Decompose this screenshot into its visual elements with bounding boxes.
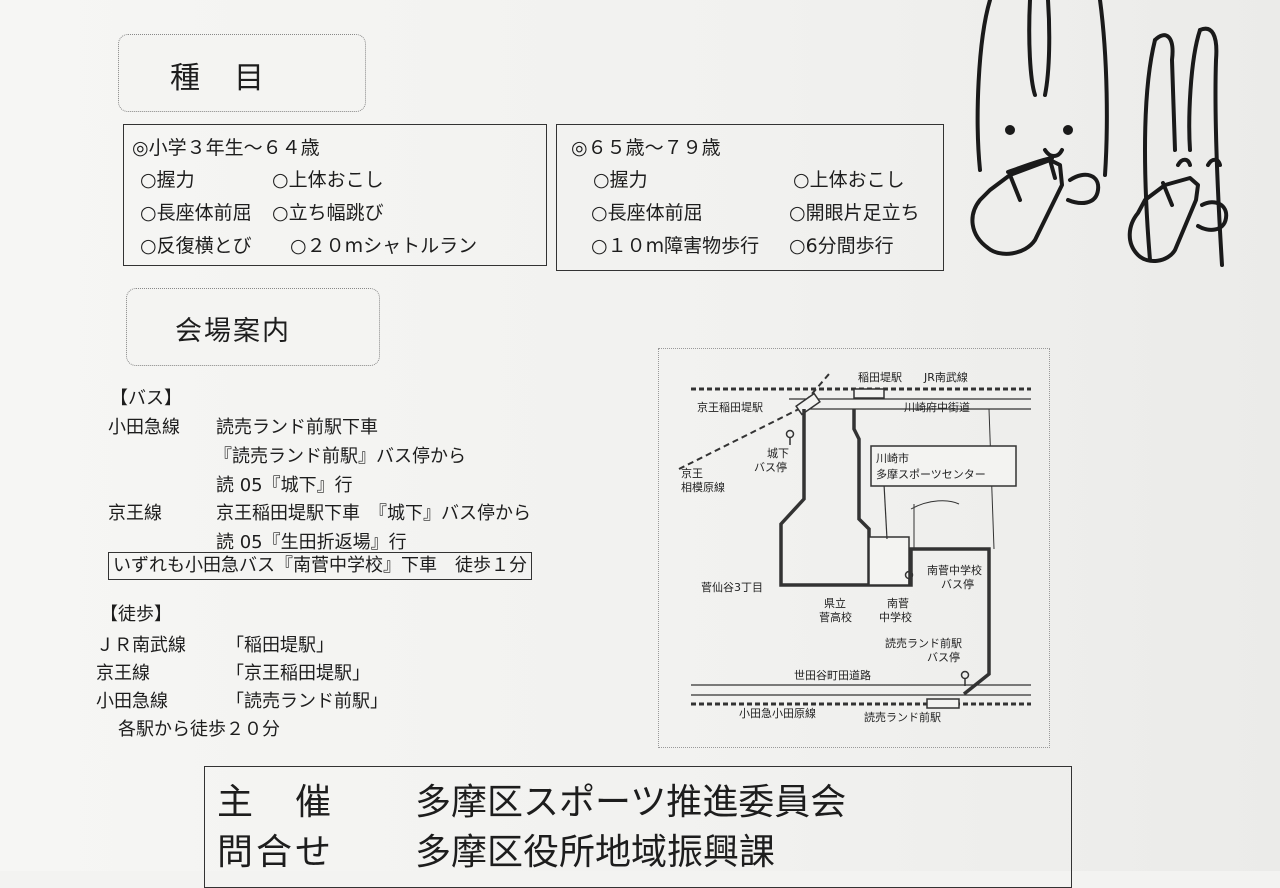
group2-item: ○開眼片足立ち <box>789 202 920 224</box>
venue-heading-box <box>126 288 380 366</box>
map-label-junior-high: 中学校 <box>879 610 912 624</box>
map-label-minamisuge-stop: バス停 <box>941 577 974 591</box>
map-label-venue: 多摩スポーツセンター <box>876 467 986 481</box>
map-label-keio: 京王 <box>681 466 703 480</box>
host-value: 多摩区スポーツ推進委員会 <box>415 782 847 823</box>
group1-item: ○上体おこし <box>272 169 384 191</box>
bus-note: いずれも小田急バス『南菅中学校』下車 徒歩１分 <box>108 552 532 580</box>
walk-line-name: 小田急線 <box>96 691 168 712</box>
venue-map: 稲田堤駅 JR南武線 京王稲田堤駅 川崎府中街道 城下 バス停 京王 相模原線 … <box>658 348 1050 748</box>
bus-line-name: 京王線 <box>108 503 162 524</box>
group1-title: ◎小学３年生～６４歳 <box>132 137 320 159</box>
group1-item: ○長座体前屈 <box>140 202 252 224</box>
contact-label: 問合せ <box>217 832 335 873</box>
bus-direction: 読 05『生田折返場』行 <box>216 532 407 553</box>
sponsor-box: 主 催 多摩区スポーツ推進委員会 問合せ 多摩区役所地域振興課 <box>204 766 1072 888</box>
host-label: 主 催 <box>217 782 335 823</box>
group2-item: ○上体おこし <box>793 169 905 191</box>
map-label-yomiuri-bus: 読売ランド前駅 <box>885 636 962 650</box>
group2-item: ○１０m障害物歩行 <box>591 235 760 257</box>
rabbit-mascot-illustration <box>970 0 1229 267</box>
bus-direction: 読 05『城下』行 <box>216 475 353 496</box>
events-group-2: ◎６５歳～７９歳 ○握力 ○上体おこし ○長座体前屈 ○開眼片足立ち ○１０m障… <box>556 124 944 271</box>
map-label-yomiuri-station: 読売ランド前駅 <box>864 710 941 724</box>
bus-title: 【バス】 <box>110 388 182 409</box>
map-label-keio-inadazutsumi: 京王稲田堤駅 <box>697 400 763 414</box>
bus-direction: 京王稲田堤駅下車 『城下』バス停から <box>216 503 531 524</box>
map-label-minamisuge: 南菅 <box>887 597 909 610</box>
venue-heading: 会場案内 <box>175 316 291 347</box>
contact-value: 多摩区役所地域振興課 <box>415 832 776 873</box>
map-label-yomiuri-stop: バス停 <box>927 650 960 664</box>
group1-item: ○握力 <box>140 169 195 191</box>
walk-note: 各駅から徒歩２０分 <box>118 719 280 740</box>
map-label-minamisuge-bus: 南菅中学校 <box>927 563 982 577</box>
group2-item: ○6分間歩行 <box>789 235 894 257</box>
map-label-jr-nambu: JR南武線 <box>923 370 968 384</box>
walk-station: 「稲田堤駅」 <box>226 635 334 656</box>
venue-map-drawing: 稲田堤駅 JR南武線 京王稲田堤駅 川崎府中街道 城下 バス停 京王 相模原線 … <box>678 370 1031 724</box>
group2-title: ◎６５歳～７９歳 <box>571 137 721 159</box>
walk-line-name: 京王線 <box>96 663 150 684</box>
group1-item: ○反復横とび <box>140 235 252 257</box>
walk-station: 「読売ランド前駅」 <box>226 691 388 712</box>
map-label-setagaya-machida: 世田谷町田道路 <box>794 668 871 682</box>
group1-item: ○立ち幅跳び <box>272 202 384 224</box>
bus-direction: 『読売ランド前駅』バス停から <box>214 446 466 467</box>
group1-item: ○２０mシャトルラン <box>290 235 478 257</box>
group2-item: ○長座体前屈 <box>591 202 703 224</box>
walk-station: 「京王稲田堤駅」 <box>226 663 370 684</box>
bus-line-name: 小田急線 <box>108 417 180 438</box>
events-heading-box <box>118 34 366 112</box>
bus-direction: 読売ランド前駅下車 <box>216 417 378 438</box>
map-label-kawasaki-fuchu: 川崎府中街道 <box>904 400 970 414</box>
events-group-1: ◎小学３年生～６４歳 ○握力 ○上体おこし ○長座体前屈 ○立ち幅跳び ○反復横… <box>123 124 547 266</box>
map-label-inadazutsumi: 稲田堤駅 <box>858 371 902 384</box>
map-label-odakyu-odawara: 小田急小田原線 <box>739 706 816 720</box>
map-label-sagamihara-line: 相模原線 <box>681 480 725 494</box>
map-label-suge-high: 菅高校 <box>819 610 852 624</box>
events-heading: 種 目 <box>170 61 266 96</box>
walk-title: 【徒歩】 <box>100 604 172 625</box>
map-label-sugesengoku: 菅仙谷3丁目 <box>701 581 763 594</box>
walk-line-name: ＪＲ南武線 <box>96 635 186 656</box>
map-label-shiroshita: 城下 <box>767 447 789 460</box>
group2-item: ○握力 <box>593 169 648 191</box>
map-label-shiroshita-stop: バス停 <box>754 460 787 474</box>
map-label-kawasaki-city: 川崎市 <box>876 451 909 465</box>
map-label-kenritsu: 県立 <box>824 596 846 610</box>
